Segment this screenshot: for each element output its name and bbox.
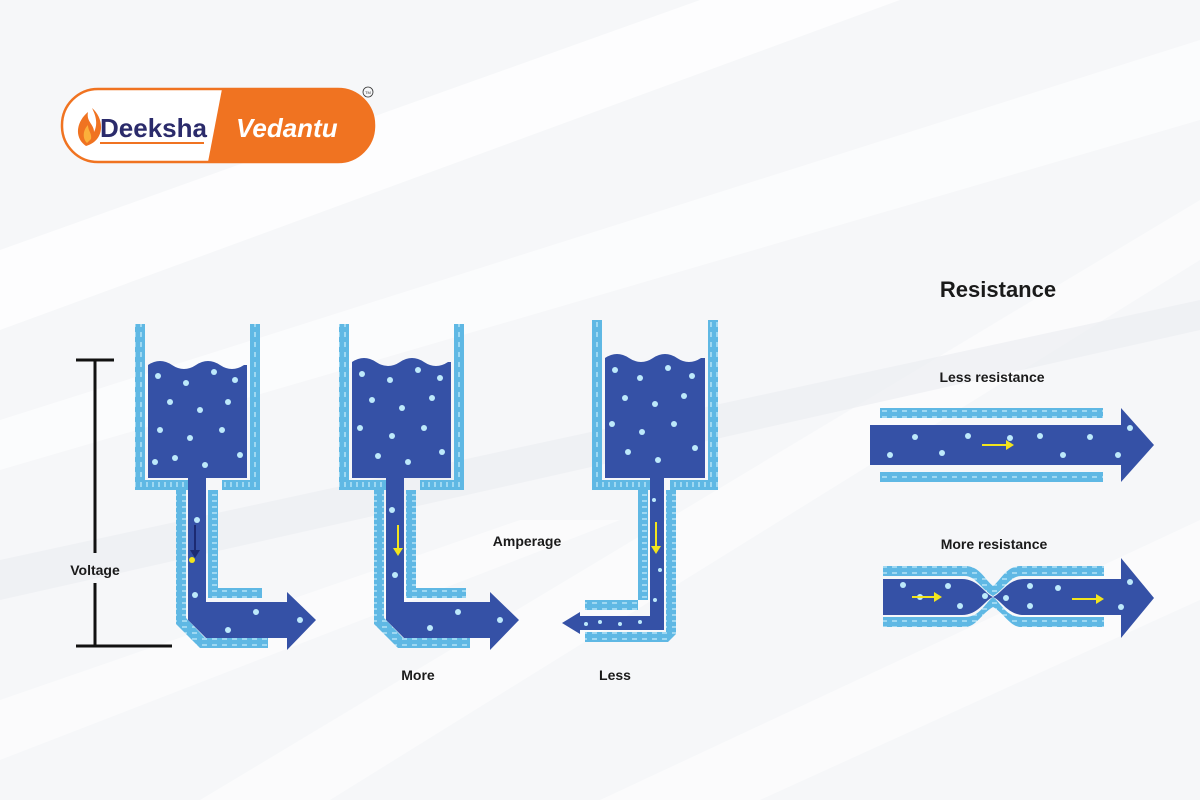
water-tank-high-voltage bbox=[135, 324, 316, 650]
wide-pipe-diagram bbox=[870, 408, 1154, 482]
amperage-label: Amperage bbox=[493, 533, 562, 549]
narrow-pipe-diagram bbox=[883, 558, 1154, 638]
water-tank-more-amperage bbox=[339, 324, 519, 650]
resistance-title: Resistance bbox=[940, 277, 1056, 302]
logo-deeksha-text: Deeksha bbox=[100, 113, 207, 143]
trademark-mark: TM bbox=[365, 90, 371, 95]
more-label: More bbox=[401, 667, 435, 683]
brand-logo: Deeksha Vedantu TM bbox=[60, 86, 376, 164]
less-resistance-label: Less resistance bbox=[939, 369, 1044, 385]
water-tank-less-amperage bbox=[562, 320, 718, 642]
voltage-bracket bbox=[76, 358, 172, 648]
logo-vedantu-text: Vedantu bbox=[236, 113, 338, 143]
less-label: Less bbox=[599, 667, 631, 683]
voltage-label: Voltage bbox=[70, 562, 120, 578]
flame-icon bbox=[77, 108, 102, 146]
more-resistance-label: More resistance bbox=[941, 536, 1048, 552]
